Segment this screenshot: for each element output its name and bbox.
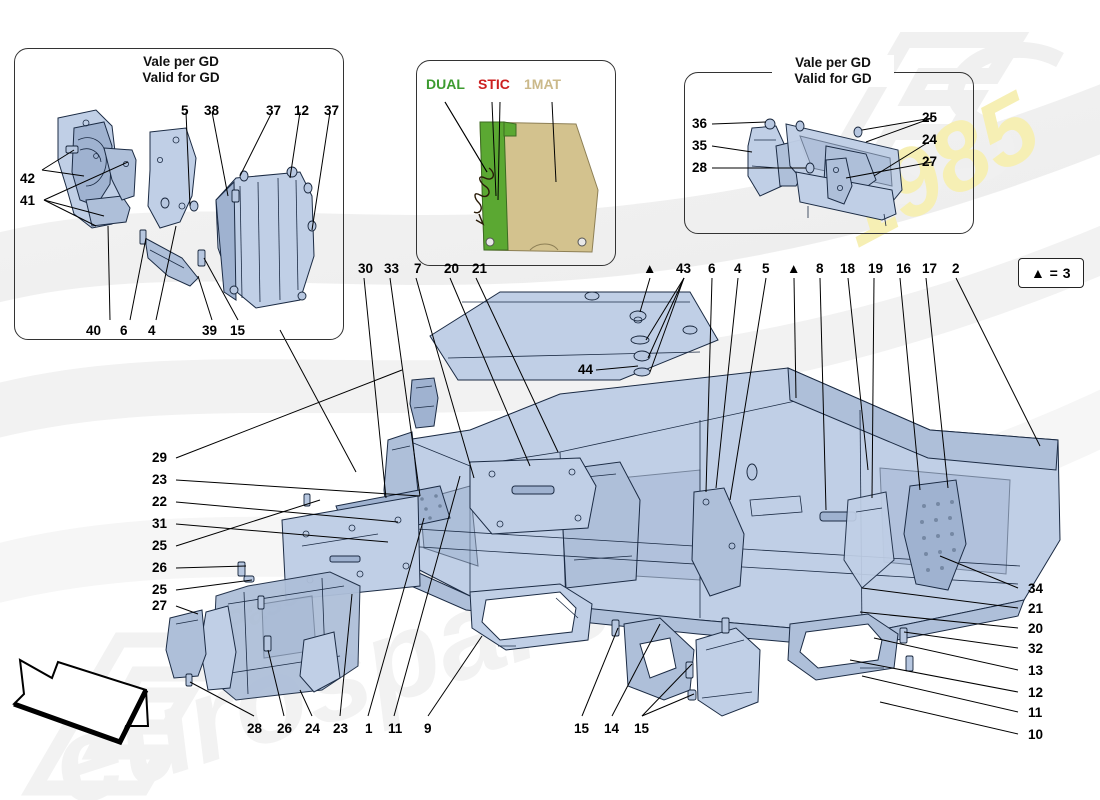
- callout-top-5: 5: [762, 261, 770, 276]
- callout-right-col-13: 13: [1028, 663, 1044, 678]
- legend-triangle-equals: ▲ = 3: [1018, 258, 1084, 288]
- mat-variant-1mat: 1MAT: [524, 76, 562, 92]
- part-clip-33: [409, 377, 439, 429]
- panel-right-gd-title-en: Valid for GD: [794, 71, 872, 86]
- callout-top-20: 20: [444, 261, 460, 276]
- callout-right-col-32: 32: [1028, 641, 1044, 656]
- part-access-cover: [469, 457, 597, 535]
- callout-left-42: 42: [20, 171, 36, 186]
- orientation-arrow: [12, 658, 150, 746]
- callout-top-6: 6: [708, 261, 716, 276]
- callout-left-5: 5: [181, 103, 189, 118]
- callout-left-4: 4: [148, 323, 156, 338]
- callout-left-15: 15: [230, 323, 246, 338]
- callout-bottom-14: 14: [604, 721, 620, 736]
- callout-top-8: 8: [816, 261, 824, 276]
- callout-top-16: 16: [896, 261, 912, 276]
- callout-bottom-15a: 15: [574, 721, 590, 736]
- panel-right-gd-title: Vale per GD Valid for GD: [772, 55, 894, 87]
- callout-top-2: 2: [952, 261, 960, 276]
- callout-top-17: 17: [922, 261, 938, 276]
- callout-top-triangle-a: ▲: [643, 261, 657, 276]
- part-group-right-seat-frame: [747, 118, 903, 227]
- callout-left-col-26: 26: [152, 560, 168, 575]
- part-group-left-bracket: [57, 109, 137, 229]
- callout-right-col-12: 12: [1028, 685, 1044, 700]
- callout-top-30: 30: [358, 261, 374, 276]
- callout-44: 44: [578, 362, 594, 377]
- part-group-left-flap: [147, 127, 199, 229]
- panel-left-gd-title: Vale per GD Valid for GD: [120, 54, 242, 86]
- callout-right-24: 24: [922, 132, 938, 147]
- callout-left-col-27: 27: [152, 598, 168, 613]
- panel-left-gd-title-en: Valid for GD: [142, 70, 220, 85]
- callout-left-37b: 37: [324, 103, 340, 118]
- callout-top-7: 7: [414, 261, 422, 276]
- callout-top-33: 33: [384, 261, 400, 276]
- panel-left-gd: [14, 48, 344, 340]
- panel-right-gd-title-it: Vale per GD: [795, 55, 871, 70]
- panel-left-gd-title-it: Vale per GD: [143, 54, 219, 69]
- part-group-left-wedge: [139, 229, 206, 287]
- callout-left-col-25b: 25: [152, 582, 168, 597]
- callout-bottom-24: 24: [305, 721, 321, 736]
- callout-top-43: 43: [676, 261, 692, 276]
- callout-right-36: 36: [692, 116, 708, 131]
- callout-left-col-25a: 25: [152, 538, 168, 553]
- callout-right-col-21: 21: [1028, 601, 1044, 616]
- callout-top-triangle-b: ▲: [787, 261, 801, 276]
- callout-left-40: 40: [86, 323, 102, 338]
- callout-top-18: 18: [840, 261, 856, 276]
- callout-left-41: 41: [20, 193, 36, 208]
- mat-variant-dual: DUAL: [426, 76, 465, 92]
- callout-right-35: 35: [692, 138, 708, 153]
- panel-mat-variants: [416, 60, 616, 266]
- callout-right-28: 28: [692, 160, 708, 175]
- part-trim-27: [165, 609, 207, 679]
- legend-text: ▲ = 3: [1030, 265, 1072, 281]
- callout-bottom-15b: 15: [634, 721, 650, 736]
- callout-top-19: 19: [868, 261, 884, 276]
- callout-right-col-20: 20: [1028, 621, 1044, 636]
- callout-left-37a: 37: [266, 103, 282, 118]
- callout-left-38: 38: [204, 103, 220, 118]
- callout-bottom-26: 26: [277, 721, 293, 736]
- callout-bottom-11: 11: [388, 721, 403, 736]
- part-frame-ring-9: [469, 583, 593, 651]
- callout-left-6: 6: [120, 323, 128, 338]
- callout-right-25: 25: [922, 110, 938, 125]
- part-group-floor-mat: [444, 101, 599, 253]
- callout-left-39: 39: [202, 323, 218, 338]
- callout-bottom-1: 1: [365, 721, 373, 736]
- callout-left-col-22: 22: [152, 494, 168, 509]
- part-fasteners-left: [185, 493, 311, 687]
- callout-bottom-28: 28: [247, 721, 263, 736]
- callout-right-col-10: 10: [1028, 727, 1044, 742]
- callout-right-col-11: 11: [1028, 705, 1043, 720]
- callout-bottom-9: 9: [424, 721, 432, 736]
- mat-variant-stic: STIC: [478, 76, 510, 92]
- part-grommets: [629, 310, 651, 377]
- panel-right-gd: [684, 72, 974, 234]
- part-group-left-ribbed-panel: [215, 166, 317, 309]
- callout-right-27: 27: [922, 154, 938, 169]
- part-seat-frame-24: [199, 571, 361, 701]
- callout-bottom-23: 23: [333, 721, 349, 736]
- callout-left-col-29: 29: [152, 450, 168, 465]
- callout-right-col-34: 34: [1028, 581, 1044, 596]
- callout-top-4: 4: [734, 261, 742, 276]
- callout-top-21: 21: [472, 261, 488, 276]
- callout-left-12: 12: [294, 103, 310, 118]
- callout-left-col-31: 31: [152, 516, 168, 531]
- part-main-rear-mat: [429, 291, 719, 381]
- part-right-pedals: [691, 479, 967, 597]
- callout-left-col-23: 23: [152, 472, 168, 487]
